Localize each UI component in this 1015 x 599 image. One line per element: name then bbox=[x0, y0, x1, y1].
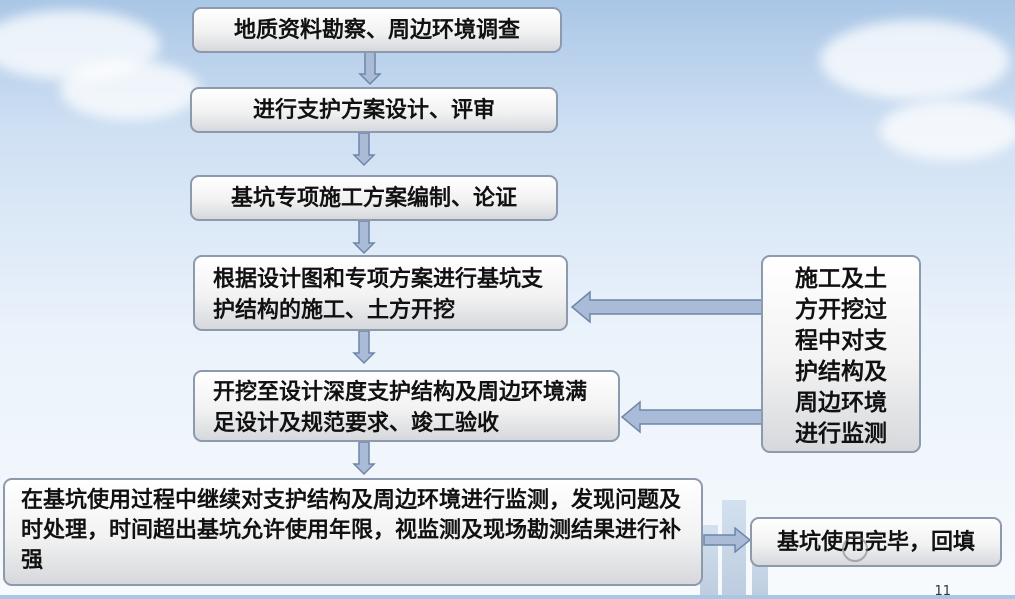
down-arrow-4 bbox=[353, 330, 375, 364]
step-survey: 地质资料勘察、周边环境调查 bbox=[192, 7, 562, 53]
step-design-review: 进行支护方案设计、评审 bbox=[190, 87, 558, 133]
cloud-decoration bbox=[880, 100, 1015, 160]
down-arrow-2 bbox=[353, 132, 375, 166]
left-arrow-to-step4 bbox=[570, 290, 763, 324]
cloud-decoration bbox=[820, 20, 1010, 100]
left-arrow-to-step5 bbox=[620, 400, 763, 434]
watermark-logo-icon bbox=[842, 536, 868, 562]
step-support-construction: 根据设计图和专项方案进行基坑支护结构的施工、土方开挖 bbox=[193, 255, 568, 331]
right-arrow-to-final bbox=[703, 526, 752, 554]
step-construction-plan: 基坑专项施工方案编制、论证 bbox=[190, 175, 558, 221]
down-arrow-5 bbox=[353, 441, 375, 475]
step-ongoing-monitoring: 在基坑使用过程中继续对支护结构及周边环境进行监测，发现问题及时处理，时间超出基坑… bbox=[3, 478, 703, 586]
cloud-decoration bbox=[60, 60, 200, 120]
down-arrow-3 bbox=[353, 220, 375, 254]
down-arrow-1 bbox=[359, 51, 381, 85]
monitoring-box: 施工及土方开挖过程中对支护结构及周边环境进行监测 bbox=[761, 255, 921, 453]
step-excavation-acceptance: 开挖至设计深度支护结构及周边环境满足设计及规范要求、竣工验收 bbox=[193, 370, 620, 442]
final-backfill-box: 基坑使用完毕，回填 bbox=[750, 517, 1002, 567]
page-number: 11 bbox=[934, 584, 951, 599]
skyline-decoration bbox=[722, 500, 746, 595]
